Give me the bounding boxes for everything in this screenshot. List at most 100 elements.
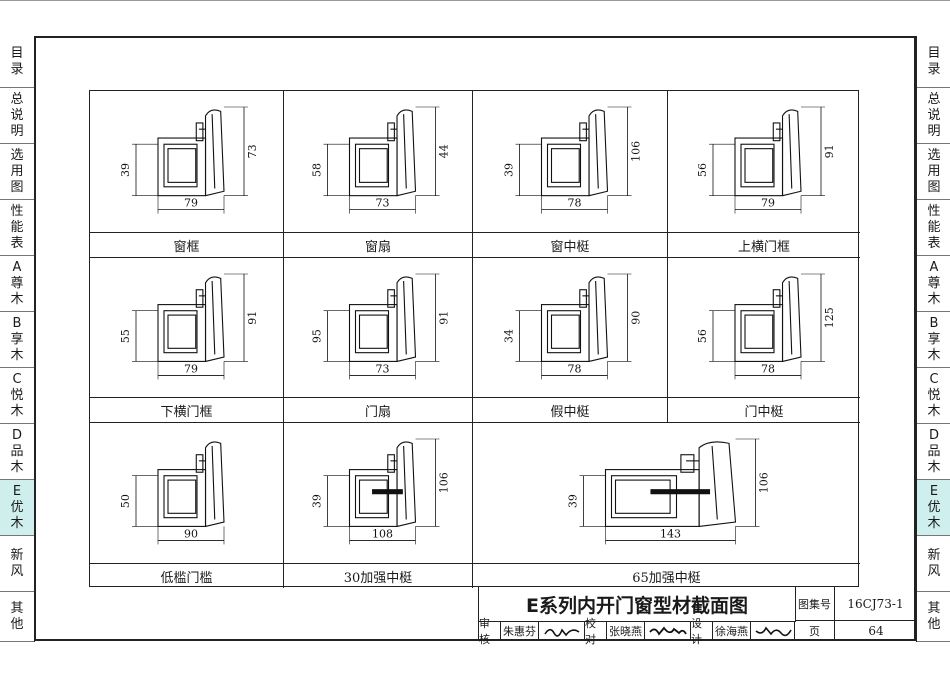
atlas-number: 16CJ73-1 [835,587,917,621]
drawing-frame [34,36,916,641]
profile-cell: 55 91 79 下横门框 [90,258,284,423]
profile-drawing: 56 125 78 [696,273,836,380]
dim-bottom-label: 108 [372,527,393,540]
check-label: 校对 [585,617,607,646]
profile-cell: 50 90 低槛门槛 [90,423,284,588]
dim-right-label: 44 [438,144,451,158]
side-tab[interactable]: 目录 [0,36,34,88]
dim-bottom-label: 78 [568,197,582,210]
check-signature [645,621,691,641]
dim-right-label: 91 [246,311,259,325]
dim-right-label: 106 [630,141,643,162]
profile-caption: 低槛门槛 [90,563,283,588]
dim-right-label: 106 [758,472,771,493]
dim-left-label: 95 [311,329,324,343]
signature-row: 审核 朱惠芬 校对 张晓燕 设计 徐海燕 页 64 [479,617,917,646]
profile-section [348,441,417,527]
dim-right-label: 91 [438,311,451,325]
side-tab[interactable]: 总说明 [0,88,34,144]
dim-left-label: 39 [503,163,516,177]
review-signature [539,621,585,641]
page-number: 64 [868,624,884,638]
dim-left-label: 56 [696,329,709,343]
profile-section [734,276,802,362]
top-rule [0,0,950,1]
dim-right-label: 73 [246,144,259,158]
dim-left-label: 39 [119,163,132,177]
profile-caption: 门中梃 [668,397,860,422]
profile-section [348,109,417,197]
profile-drawing: 58 44 73 [311,106,451,214]
dim-right-label: 106 [438,472,451,493]
side-tab[interactable]: 性能表 [917,200,950,256]
profile-caption: 下横门框 [90,397,283,422]
dim-bottom-label: 79 [184,197,198,210]
side-tab[interactable]: 选用图 [917,144,950,200]
side-tab[interactable]: 其他 [0,592,34,642]
profile-section [604,441,737,527]
profile-caption: 窗扇 [284,232,472,257]
dim-right-label: 91 [823,144,836,158]
side-tab[interactable]: 其他 [917,592,950,642]
profile-drawing: 39 106 78 [503,106,643,214]
profile-caption: 窗框 [90,232,283,257]
profile-drawing: 50 90 [119,441,225,545]
profile-section [734,109,802,197]
side-tab[interactable]: 性能表 [0,200,34,256]
design-name: 徐海燕 [713,621,751,641]
design-signature [751,621,795,641]
side-tab[interactable]: 新风 [917,536,950,592]
profile-caption: 上横门框 [668,232,860,257]
dim-left-label: 34 [503,329,516,343]
dim-left-label: 55 [119,329,132,343]
profile-caption: 30加强中梃 [284,563,472,588]
dim-bottom-label: 143 [660,527,681,540]
profile-section [157,276,225,362]
profile-cell: 39 106 78 窗中梃 [473,91,668,258]
side-tab[interactable]: 目录 [917,36,950,88]
dim-bottom-label: 90 [184,527,198,540]
dim-right-label: 90 [630,311,643,325]
check-name: 张晓燕 [607,621,645,641]
profile-cell: 58 44 73 窗扇 [284,91,473,258]
profile-section [348,276,417,362]
atlas-label: 图集号 [795,587,835,621]
dim-left-label: 58 [311,163,324,177]
dim-bottom-label: 73 [376,197,390,210]
profile-section [157,441,225,527]
profile-drawing: 55 91 79 [119,273,259,380]
profile-caption: 窗中梃 [473,232,667,257]
profile-section [540,109,609,197]
side-tab[interactable]: 总说明 [917,88,950,144]
profile-caption: 65加强中梃 [473,563,860,588]
dim-right-label: 125 [823,307,836,328]
side-tab[interactable]: 新风 [0,536,34,592]
design-label: 设计 [691,617,713,646]
dim-left-label: 39 [311,494,324,508]
profile-section [157,109,225,197]
dim-bottom-label: 79 [184,362,198,375]
profile-drawing: 39 73 79 [119,106,259,214]
profile-section [540,276,609,362]
dim-left-label: 50 [119,494,132,508]
profile-caption: 假中梃 [473,397,667,422]
dim-bottom-label: 78 [761,362,775,375]
side-tab[interactable]: 选用图 [0,144,34,200]
